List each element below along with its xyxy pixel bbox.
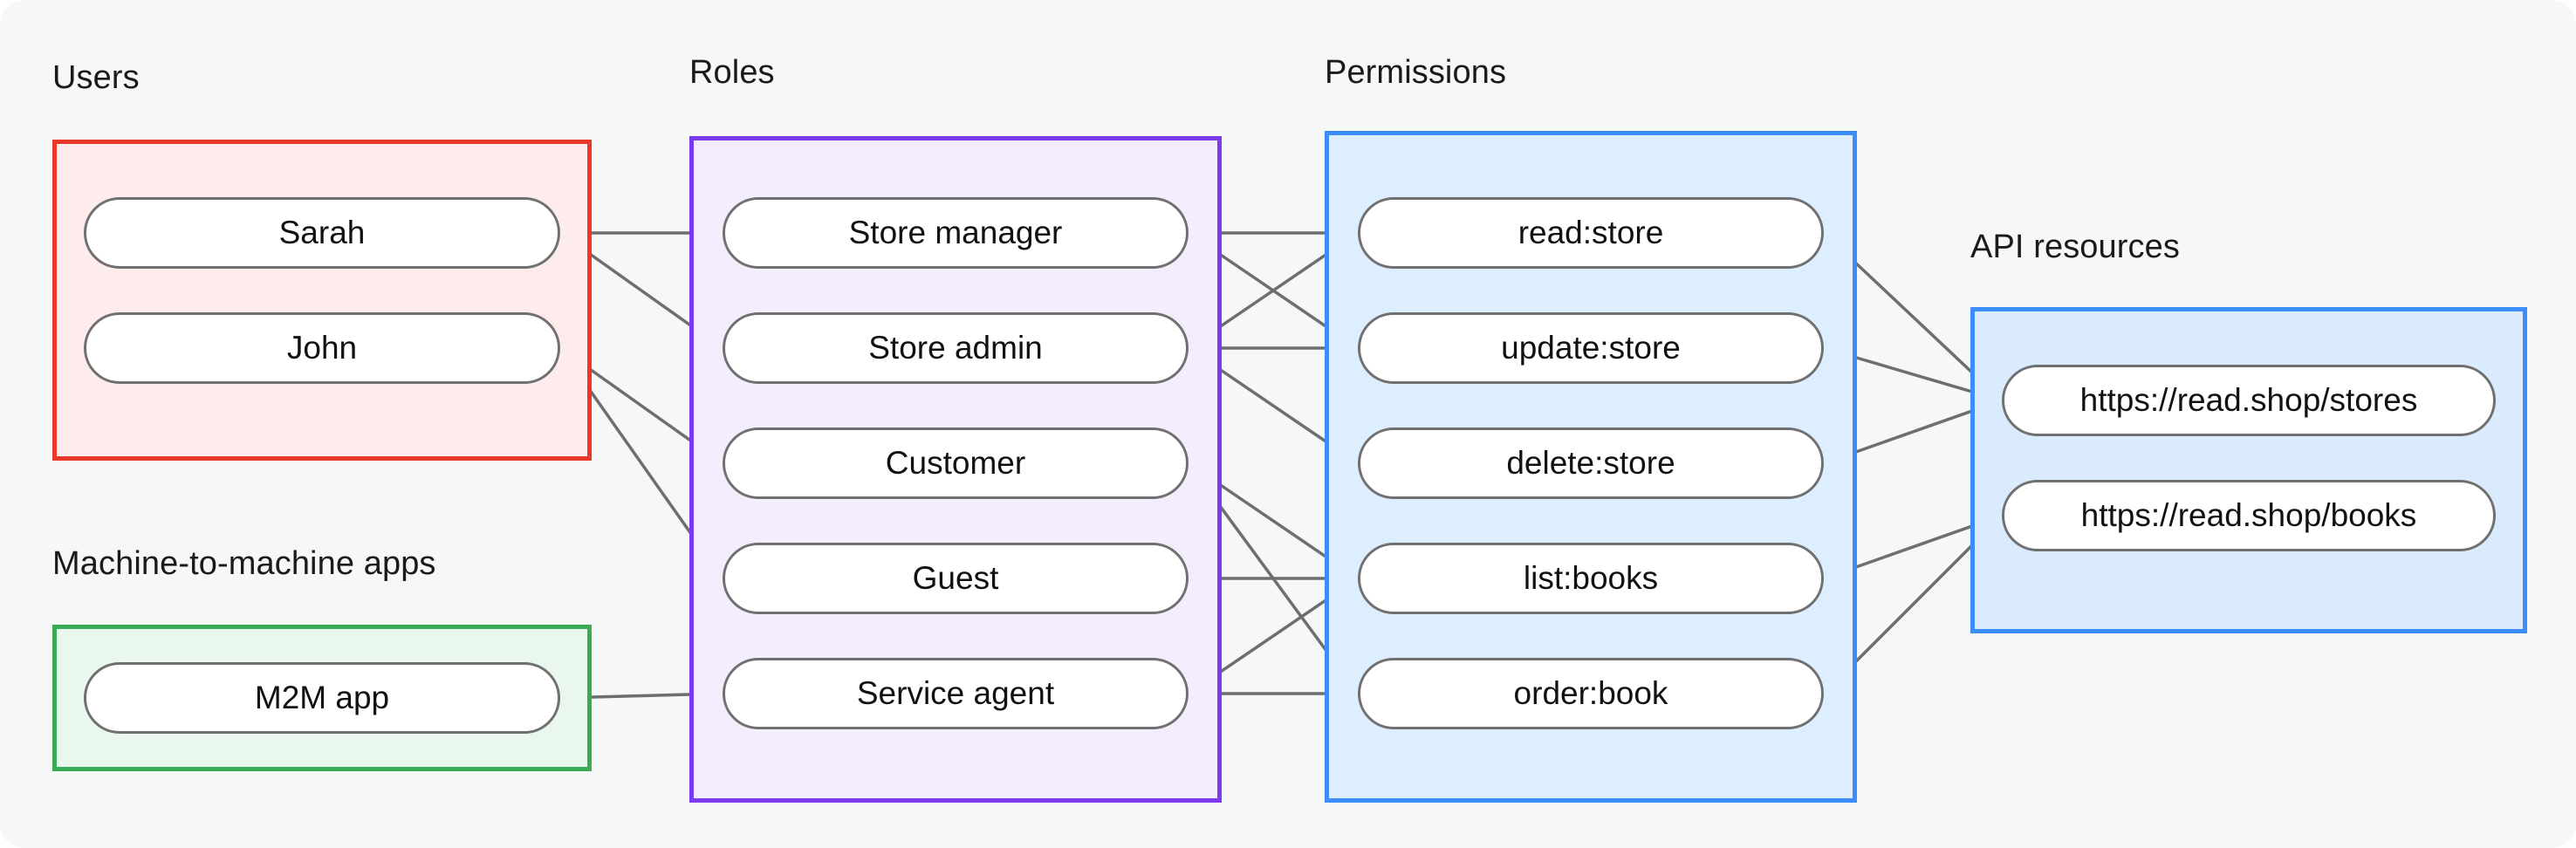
node-order-book[interactable]: order:book <box>1358 658 1824 729</box>
node-label-guest: Guest <box>912 560 999 596</box>
group-label-roles: Roles <box>689 54 775 91</box>
node-label-m2m-app: M2M app <box>254 680 390 715</box>
group-api-resources <box>1970 307 2527 633</box>
node-sarah[interactable]: Sarah <box>84 197 560 269</box>
node-label-sarah: Sarah <box>278 215 366 250</box>
node-customer[interactable]: Customer <box>723 427 1189 499</box>
node-update-store[interactable]: update:store <box>1358 312 1824 384</box>
node-label-john: John <box>286 330 358 366</box>
group-users <box>52 140 592 461</box>
node-store-manager[interactable]: Store manager <box>723 197 1189 269</box>
node-guest[interactable]: Guest <box>723 543 1189 614</box>
node-label-list-books: list:books <box>1523 560 1659 596</box>
node-label-read-store: read:store <box>1518 215 1664 250</box>
node-label-res-stores: https://read.shop/stores <box>2079 382 2418 418</box>
node-label-res-books: https://read.shop/books <box>2080 497 2417 533</box>
group-label-users: Users <box>52 59 140 96</box>
node-read-store[interactable]: read:store <box>1358 197 1824 269</box>
node-service-agent[interactable]: Service agent <box>723 658 1189 729</box>
node-list-books[interactable]: list:books <box>1358 543 1824 614</box>
node-label-delete-store: delete:store <box>1506 445 1675 481</box>
node-res-books[interactable]: https://read.shop/books <box>2002 480 2496 551</box>
node-m2m-app[interactable]: M2M app <box>84 662 560 734</box>
group-label-m2m: Machine-to-machine apps <box>52 545 436 582</box>
node-john[interactable]: John <box>84 312 560 384</box>
group-label-permissions: Permissions <box>1325 54 1507 91</box>
node-label-order-book: order:book <box>1513 675 1668 711</box>
node-label-customer: Customer <box>885 445 1026 481</box>
node-delete-store[interactable]: delete:store <box>1358 427 1824 499</box>
node-res-stores[interactable]: https://read.shop/stores <box>2002 365 2496 436</box>
node-label-service-agent: Service agent <box>856 675 1055 711</box>
node-store-admin[interactable]: Store admin <box>723 312 1189 384</box>
node-label-store-admin: Store admin <box>868 330 1043 366</box>
node-label-store-manager: Store manager <box>848 215 1063 250</box>
node-label-update-store: update:store <box>1501 330 1681 366</box>
group-label-api-resources: API resources <box>1970 229 2180 265</box>
